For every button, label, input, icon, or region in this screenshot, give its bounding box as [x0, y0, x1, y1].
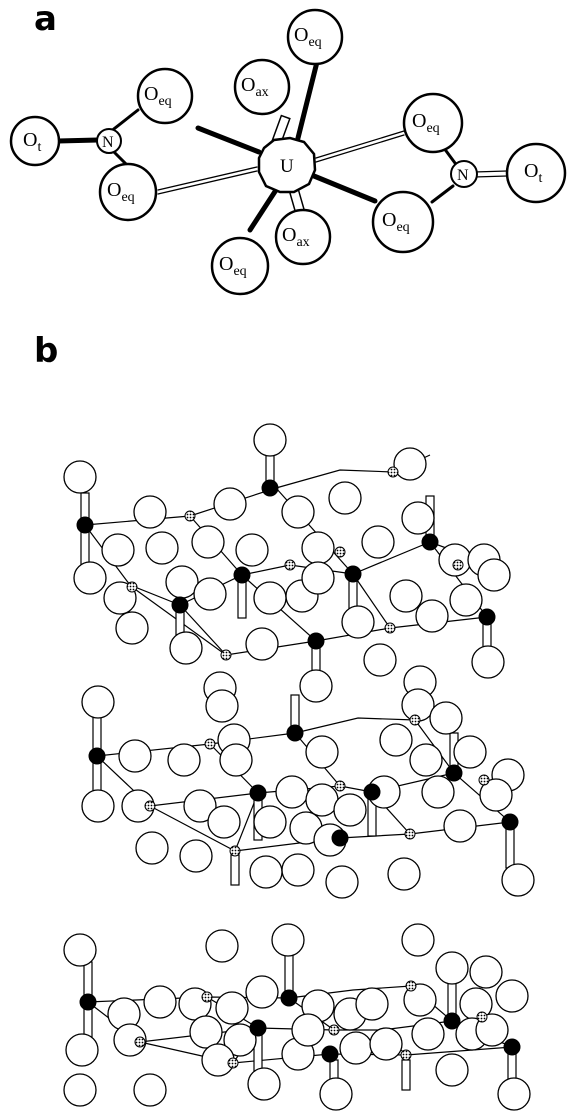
- bond-ot-n-left: [55, 137, 101, 144]
- panel-b-layer-1: [63, 423, 511, 705]
- panel-a-label: a: [34, 0, 57, 39]
- bond-u-oeq-lower-left-b: [157, 170, 258, 195]
- bond-u-oeq-upper-right-b: [315, 134, 405, 163]
- panel-b-layer-3: [63, 923, 531, 1111]
- bond-u-oeq-lower-right: [311, 173, 378, 204]
- label-u: U: [280, 156, 294, 177]
- label-oeq-right-bottom: Oeq: [382, 209, 410, 235]
- panel-b-label: b: [34, 331, 58, 371]
- atom-n-left: [96, 128, 122, 154]
- bond-u-oeq-bottom: [247, 187, 279, 233]
- label-ot-left: Ot: [23, 129, 41, 155]
- atom-u: [257, 136, 317, 194]
- atom-n-right: [450, 160, 478, 188]
- bond-n-oeq-left-top: [108, 108, 140, 134]
- label-oeq-top: Oeq: [294, 24, 322, 50]
- label-n-left: N: [102, 134, 114, 151]
- bond-u-oeq-upper-right-a: [315, 130, 405, 159]
- atom-ot-left: [9, 115, 61, 167]
- label-ot-right: Ot: [524, 160, 542, 186]
- bond-n-oeq-right-bottom: [430, 184, 455, 204]
- label-oeq-right-top: Oeq: [412, 110, 440, 136]
- atom-oeq-left-top: [136, 67, 194, 125]
- atom-oeq-bottom: [210, 236, 270, 296]
- panel-b-layer-2: [81, 685, 535, 899]
- bond-u-oeq-upper-left: [195, 125, 262, 155]
- atom-oax-top: [233, 58, 291, 116]
- panel-a-molecule: Ot N Oeq Oeq Oax Oeq U Oax Oeq Oeq: [9, 8, 567, 296]
- atom-oeq-top: [286, 8, 344, 66]
- atom-ot-right: [505, 142, 567, 204]
- bond-n-ot-right-b: [473, 175, 508, 178]
- atom-oax-bottom: [274, 208, 332, 266]
- label-oeq-left-top: Oeq: [144, 83, 172, 109]
- bond-u-oeq-top: [295, 59, 320, 141]
- atom-labels: Ot N Oeq Oeq Oax Oeq U Oax Oeq Oeq: [23, 24, 542, 279]
- label-oax-top: Oax: [241, 74, 269, 100]
- bond-u-oeq-lower-left-a: [157, 166, 258, 191]
- bond-n-ot-right-a: [473, 170, 508, 173]
- atom-oeq-left-bottom: [98, 162, 158, 222]
- label-oeq-bottom: Oeq: [219, 253, 247, 279]
- atom-oeq-right-bottom: [371, 190, 435, 254]
- label-oeq-left-bottom: Oeq: [107, 179, 135, 205]
- panel-a-bonds: [55, 59, 508, 233]
- label-oax-bottom: Oax: [282, 224, 310, 250]
- atom-oeq-right-top: [402, 92, 464, 154]
- label-n-right: N: [457, 167, 469, 184]
